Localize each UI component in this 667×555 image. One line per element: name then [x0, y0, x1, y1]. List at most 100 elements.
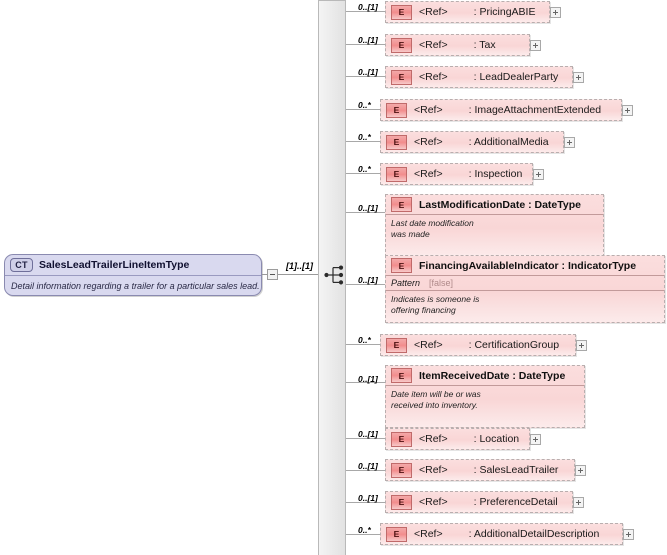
child-cardinality: 0..[1]: [358, 275, 378, 285]
element-box-inspection[interactable]: E <Ref> : Inspection: [380, 163, 533, 185]
element-badge-icon: E: [386, 134, 407, 150]
facet-value: [false]: [429, 278, 454, 288]
element-type-label: : Tax: [473, 39, 496, 51]
root-connector-stub-left: [262, 274, 268, 275]
element-badge-icon: E: [386, 102, 407, 118]
element-header: E FinancingAvailableIndicator : Indicato…: [386, 256, 664, 276]
element-ref-label: <Ref>: [414, 136, 443, 148]
element-type-label: : LeadDealerParty: [473, 71, 559, 83]
plus-toggle-icon[interactable]: [530, 434, 541, 445]
element-badge-icon: E: [391, 197, 412, 212]
element-box-leaddealerparty[interactable]: E <Ref> : LeadDealerParty: [385, 66, 573, 88]
branch-line: [346, 534, 380, 535]
element-name-label: ItemReceivedDate : DateType: [419, 369, 566, 382]
element-ref-label: <Ref>: [419, 496, 448, 508]
child-cardinality: 0..[1]: [358, 429, 378, 439]
child-cardinality: 0..[1]: [358, 374, 378, 384]
root-cardinality: [1]..[1]: [286, 261, 313, 271]
element-box-salesleadtrailer[interactable]: E <Ref> : SalesLeadTrailer: [385, 459, 575, 481]
element-box-additionalmedia[interactable]: E <Ref> : AdditionalMedia: [380, 131, 564, 153]
child-cardinality: 0..[1]: [358, 203, 378, 213]
child-cardinality: 0..[1]: [358, 493, 378, 503]
element-documentation: Indicates is someone is offering financi…: [391, 294, 480, 315]
plus-toggle-icon[interactable]: [622, 105, 633, 116]
element-ref-label: <Ref>: [414, 528, 443, 540]
element-documentation: Last date modification was made: [391, 218, 474, 239]
complextype-header: CT SalesLeadTrailerLineItemType: [5, 255, 261, 276]
branch-line: [346, 11, 385, 12]
branch-line: [346, 502, 385, 503]
plus-toggle-icon[interactable]: [564, 137, 575, 148]
plus-toggle-icon[interactable]: [533, 169, 544, 180]
element-box-tax[interactable]: E <Ref> : Tax: [385, 34, 530, 56]
branch-line: [346, 109, 380, 110]
branch-line: [346, 470, 385, 471]
element-box-pricingabie[interactable]: E <Ref> : PricingABIE: [385, 1, 550, 23]
element-documentation: Date item will be or was received into i…: [391, 389, 481, 410]
element-box-additionaldetaildescription[interactable]: E <Ref> : AdditionalDetailDescription: [380, 523, 623, 545]
element-badge-icon: E: [391, 494, 412, 510]
element-box-financingavailableindicator[interactable]: E FinancingAvailableIndicator : Indicato…: [385, 255, 665, 323]
element-type-label: : CertificationGroup: [468, 339, 560, 351]
element-badge-icon: E: [391, 462, 412, 478]
element-badge-icon: E: [391, 431, 412, 447]
plus-toggle-icon[interactable]: [530, 40, 541, 51]
child-cardinality: 0..[1]: [358, 67, 378, 77]
element-facet-row: Pattern [false]: [386, 276, 664, 291]
child-cardinality: 0..*: [358, 132, 371, 142]
element-box-certificationgroup[interactable]: E <Ref> : CertificationGroup: [380, 334, 576, 356]
plus-toggle-icon[interactable]: [550, 7, 561, 18]
branch-line: [346, 173, 380, 174]
child-cardinality: 0..*: [358, 164, 371, 174]
plus-toggle-icon[interactable]: [573, 497, 584, 508]
root-connector-stub-right: [278, 274, 324, 275]
plus-toggle-icon[interactable]: [576, 340, 587, 351]
element-ref-label: <Ref>: [414, 168, 443, 180]
plus-toggle-icon[interactable]: [573, 72, 584, 83]
plus-toggle-icon[interactable]: [575, 465, 586, 476]
element-box-itemreceiveddate[interactable]: E ItemReceivedDate : DateType Date item …: [385, 365, 585, 428]
element-box-location[interactable]: E <Ref> : Location: [385, 428, 530, 450]
element-badge-icon: E: [386, 526, 407, 542]
sequence-compositor-icon[interactable]: [324, 264, 346, 286]
child-cardinality: 0..[1]: [358, 2, 378, 12]
element-ref-label: <Ref>: [419, 464, 448, 476]
element-badge-icon: E: [391, 4, 412, 20]
element-badge-icon: E: [391, 69, 412, 85]
complextype-badge: CT: [10, 258, 33, 272]
branch-line: [346, 44, 385, 45]
branch-line: [346, 212, 385, 213]
child-cardinality: 0..*: [358, 100, 371, 110]
child-cardinality: 0..[1]: [358, 461, 378, 471]
element-ref-label: <Ref>: [419, 71, 448, 83]
child-cardinality: 0..*: [358, 525, 371, 535]
element-box-imageattachmentextended[interactable]: E <Ref> : ImageAttachmentExtended: [380, 99, 622, 121]
element-type-label: : PreferenceDetail: [473, 496, 558, 508]
element-type-label: : PricingABIE: [473, 6, 536, 18]
element-badge-icon: E: [391, 368, 412, 383]
plus-toggle-icon[interactable]: [623, 529, 634, 540]
model-group-bar: [318, 0, 346, 555]
complextype-box-saleslead[interactable]: CT SalesLeadTrailerLineItemType Detail i…: [4, 254, 262, 296]
element-badge-icon: E: [386, 337, 407, 353]
element-ref-label: <Ref>: [414, 104, 443, 116]
branch-line: [346, 76, 385, 77]
element-ref-label: <Ref>: [414, 339, 443, 351]
element-type-label: : AdditionalDetailDescription: [468, 528, 600, 540]
child-cardinality: 0..*: [358, 335, 371, 345]
element-type-label: : AdditionalMedia: [468, 136, 549, 148]
minus-toggle-icon[interactable]: [267, 269, 278, 280]
complextype-name: SalesLeadTrailerLineItemType: [39, 259, 190, 271]
child-cardinality: 0..[1]: [358, 35, 378, 45]
element-box-lastmodificationdate[interactable]: E LastModificationDate : DateType Last d…: [385, 194, 604, 257]
branch-line: [346, 438, 385, 439]
element-box-preferencedetail[interactable]: E <Ref> : PreferenceDetail: [385, 491, 573, 513]
element-ref-label: <Ref>: [419, 39, 448, 51]
element-type-label: : Inspection: [468, 168, 523, 180]
branch-line: [346, 344, 380, 345]
element-ref-label: <Ref>: [419, 433, 448, 445]
branch-line: [346, 382, 385, 383]
element-ref-label: <Ref>: [419, 6, 448, 18]
element-name-label: FinancingAvailableIndicator : IndicatorT…: [419, 259, 637, 272]
